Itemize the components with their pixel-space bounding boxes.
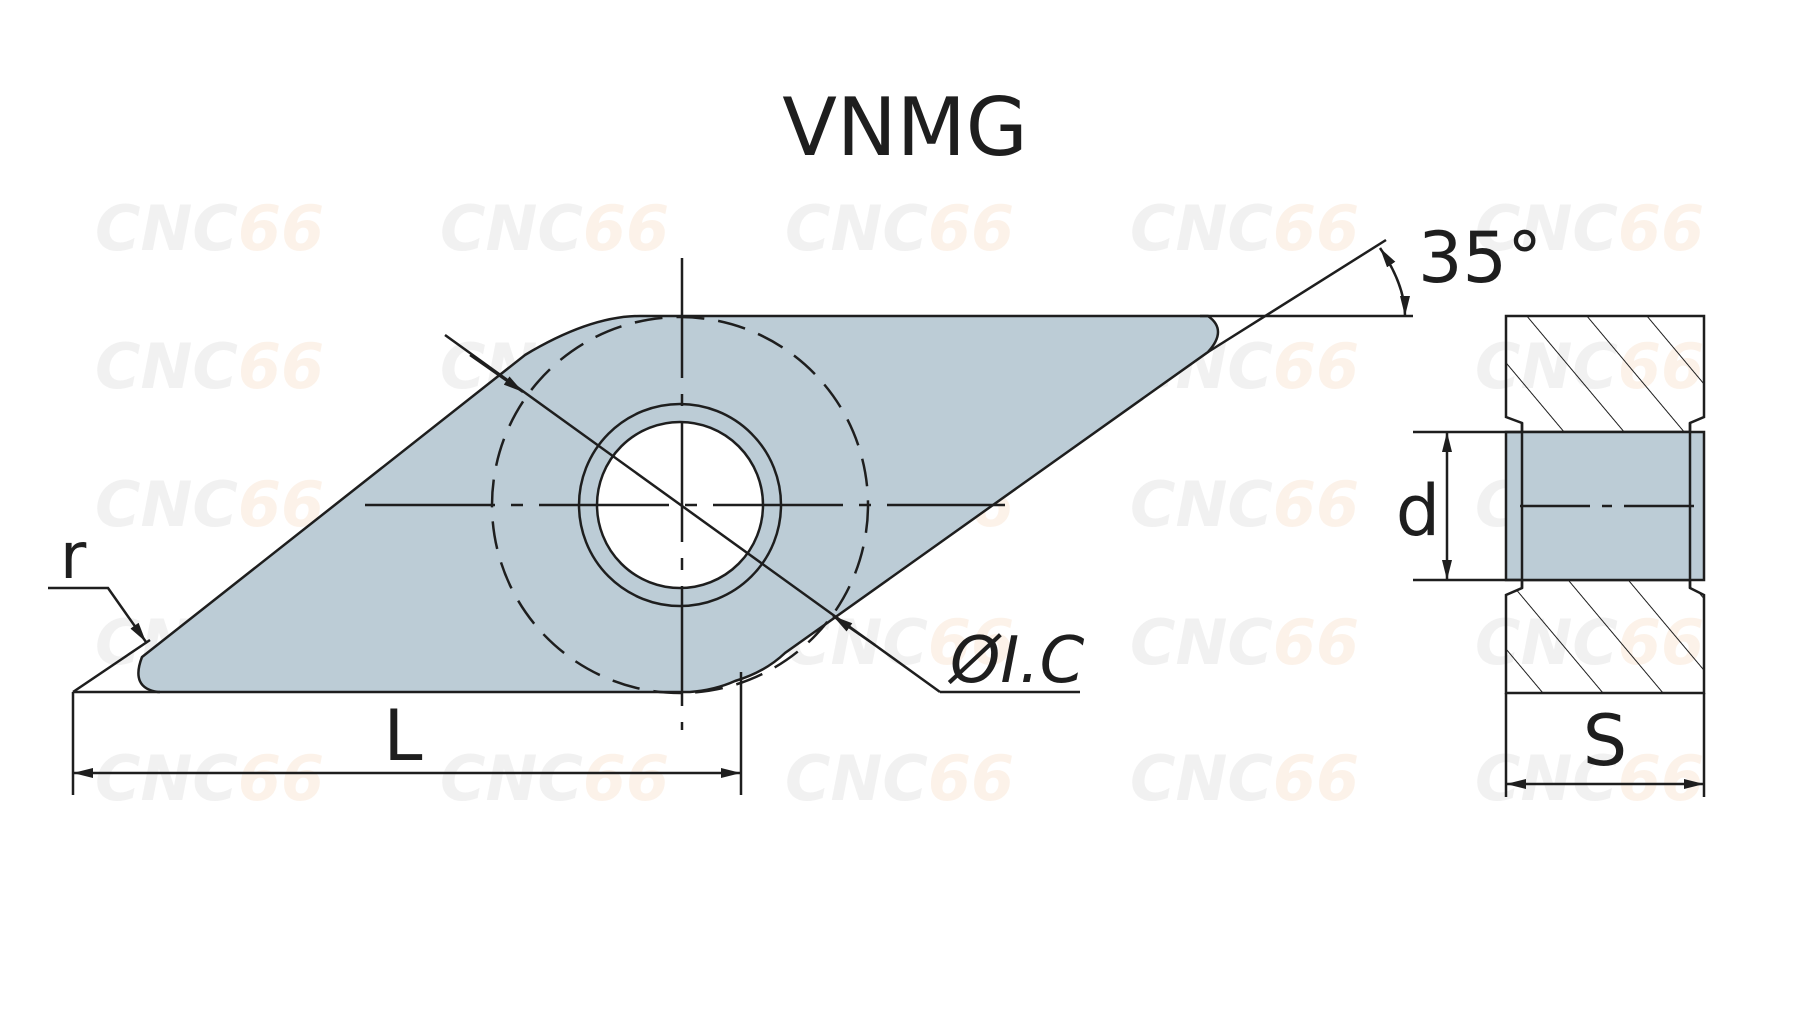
angle-arc <box>1378 247 1410 317</box>
watermark-logo: CNC66 <box>1130 606 1359 679</box>
insert-front-view: ØI.C r L 35° <box>48 217 1542 795</box>
watermark-logo: CNC66 <box>440 192 669 265</box>
ic-label: ØI.C <box>947 624 1085 698</box>
thickness-label: S <box>1583 700 1627 782</box>
length-label: L <box>384 695 423 777</box>
watermark-logo: CNC66 <box>1475 192 1704 265</box>
watermark-logo: CNC66 <box>1130 468 1359 541</box>
insert-type-title: VNMG <box>782 81 1028 174</box>
hole-diameter-label: d <box>1396 470 1440 552</box>
watermark-logo: CNC66 <box>440 742 669 815</box>
watermark-logo: CNC66 <box>1130 742 1359 815</box>
angle-label: 35° <box>1418 217 1542 299</box>
watermark-logo: CNC66 <box>785 192 1014 265</box>
watermark-logo: CNC66 <box>95 192 324 265</box>
section-bottom-hatch <box>1504 578 1706 695</box>
watermark-logo: CNC66 <box>95 330 324 403</box>
sharp-corner-left-edge <box>72 638 151 694</box>
watermark-logo: CNC66 <box>95 468 324 541</box>
ic-arrow-top <box>469 353 524 394</box>
watermark-logo: CNC66 <box>1130 192 1359 265</box>
watermark-logo: CNC66 <box>785 742 1014 815</box>
watermark-logo: CNC66 <box>95 742 324 815</box>
watermark-logo: CNC66 <box>1475 742 1704 815</box>
radius-leader <box>48 586 148 643</box>
section-top-hatch <box>1504 314 1706 434</box>
insert-side-view: d S <box>1396 314 1706 797</box>
ic-arrow-bottom <box>832 614 876 647</box>
radius-label: r <box>60 520 87 594</box>
sharp-corner-right-edge <box>1207 238 1387 354</box>
